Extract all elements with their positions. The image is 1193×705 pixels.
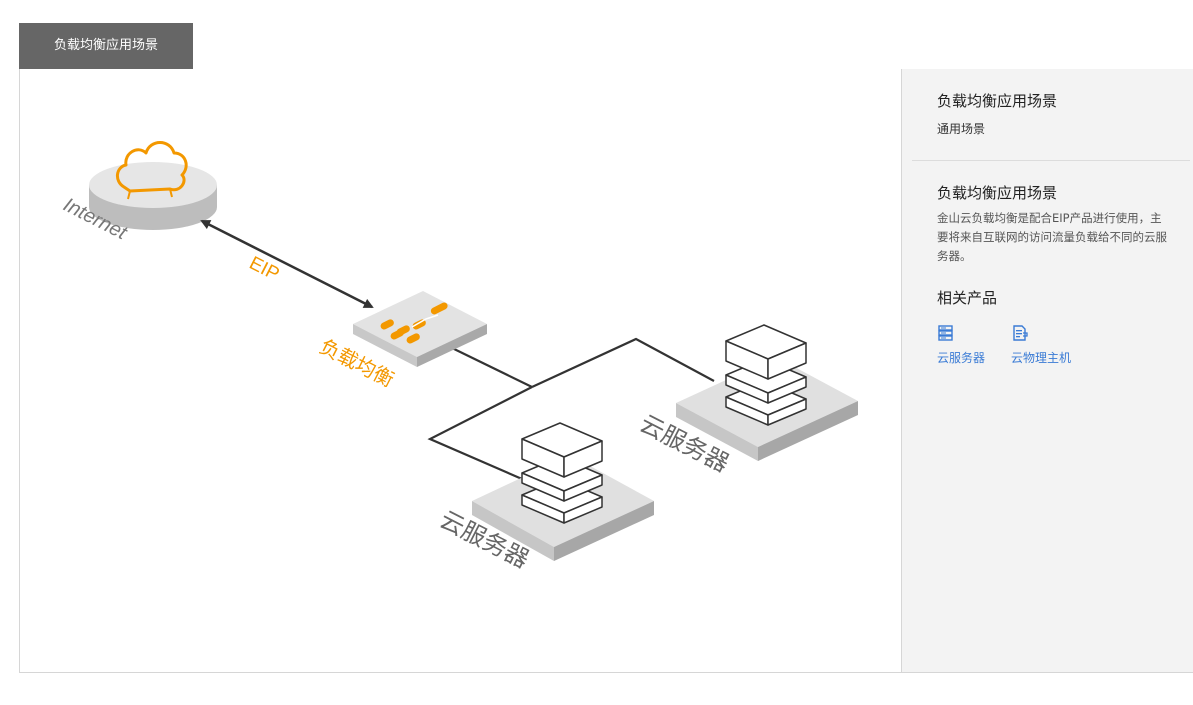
internet-node [89, 141, 217, 230]
load-balancer-node [353, 291, 487, 367]
section1-title: 负载均衡应用场景 [937, 92, 1058, 110]
product-label[interactable]: 云物理主机 [1011, 351, 1072, 365]
eip-arrow [200, 219, 374, 309]
side-panel: 负载均衡应用场景 通用场景 负载均衡应用场景 金山云负载均衡是配合EIP产品进行… [902, 69, 1193, 672]
server-stack-icon [521, 422, 603, 524]
product-cloud-server[interactable]: 云服务器 [937, 324, 985, 366]
tab-bar: 负载均衡应用场景 [19, 23, 1193, 70]
tab-lb-scenarios[interactable]: 负载均衡应用场景 [19, 23, 193, 69]
cloud-icon [116, 141, 188, 200]
section2-title: 负载均衡应用场景 [937, 184, 1058, 202]
server-node-left [472, 422, 654, 561]
product-physical-host[interactable]: 云物理主机 [1011, 324, 1071, 366]
section2-description: 金山云负载均衡是配合EIP产品进行使用，主要将来自互联网的访问流量负载给不同的云… [937, 211, 1167, 263]
server-node-right [676, 324, 858, 461]
load-balancer-icon [380, 302, 448, 344]
content-area: Internet EIP [19, 69, 1193, 673]
server-stack-icon [725, 324, 807, 426]
physical-host-icon [1013, 325, 1028, 341]
architecture-diagram: Internet EIP [60, 141, 858, 574]
network-lines [427, 337, 715, 481]
server-icon [938, 325, 953, 341]
divider [912, 160, 1190, 161]
scenario-detail: 负载均衡应用场景 金山云负载均衡是配合EIP产品进行使用，主要将来自互联网的访问… [937, 183, 1172, 366]
diagram-area: Internet EIP [20, 69, 902, 672]
related-products-title: 相关产品 [937, 289, 998, 307]
product-label[interactable]: 云服务器 [937, 351, 986, 365]
scenario-summary: 负载均衡应用场景 通用场景 [937, 91, 1057, 137]
related-products: 云服务器 云物理主机 [937, 324, 1172, 366]
section1-subtitle: 通用场景 [937, 122, 986, 136]
